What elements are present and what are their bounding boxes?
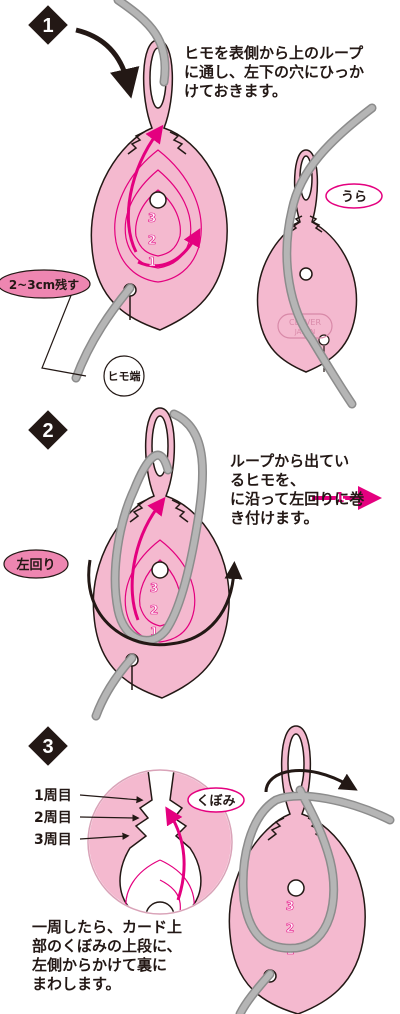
ring-number-2: 2 <box>148 233 156 247</box>
counterclockwise-arrow <box>87 559 243 647</box>
insert-direction-arrow <box>75 27 140 99</box>
round-1-label: 1周目 <box>34 788 72 804</box>
brand-logo <box>277 313 333 339</box>
back-label-bg <box>325 183 383 209</box>
step-2: 2 3 2 1 左回り 1 <box>3 407 382 721</box>
cord-end-label: ヒモ端 <box>108 369 141 383</box>
step-1-number: 1 <box>42 15 53 37</box>
length-bracket <box>41 287 87 377</box>
wrap-over-arrow <box>264 769 358 793</box>
center-hole <box>149 191 167 209</box>
step-3-marker: 3 <box>28 726 68 766</box>
step-2-instruction: ループから出てい るヒモを、 に沿って左回りに巻 き付けます。 <box>230 452 365 527</box>
notch-label: くぼみ <box>196 794 235 809</box>
svg-text:2: 2 <box>286 921 294 935</box>
step-1-marker: 1 <box>28 5 68 45</box>
svg-text:3: 3 <box>150 581 158 595</box>
svg-text:1: 1 <box>150 625 158 639</box>
leave-label: 2~3cm残す <box>9 277 79 292</box>
inline-guide-arrow-label: 1 <box>335 491 344 506</box>
ring-number-3: 3 <box>148 211 156 225</box>
ring-number-1: 1 <box>148 255 156 269</box>
step-1: 1 3 2 1 <box>0 0 383 409</box>
svg-text:3: 3 <box>286 899 294 913</box>
round-3-label: 3周目 <box>34 832 72 848</box>
step-1-instruction: ヒモを表側から上のループ に通し、左下の穴にひっか けておきます。 <box>184 44 365 100</box>
notch-right <box>169 131 187 155</box>
direction-label: 左回り <box>16 557 55 573</box>
card-front-step1: 3 2 1 <box>90 39 228 331</box>
back-label: うら <box>341 190 367 205</box>
notch-label-bg <box>187 787 245 813</box>
cord-end-label-bg <box>103 355 145 397</box>
step-2-number: 2 <box>42 420 53 442</box>
round-2-label: 2周目 <box>34 810 72 826</box>
direction-label-bg <box>3 549 69 579</box>
step-3-number: 3 <box>42 736 53 758</box>
step-2-marker: 2 <box>28 410 68 450</box>
step-3: 3 1周目 2周目 3周目 くぼみ <box>28 725 395 1014</box>
notch-left <box>127 131 145 155</box>
leave-label-bg <box>0 269 91 299</box>
step-3-instruction: 一周したら、カード上 部のくぼみの上段に、 左側からかけて裏に まわします。 <box>32 918 183 993</box>
svg-text:2: 2 <box>150 603 158 617</box>
